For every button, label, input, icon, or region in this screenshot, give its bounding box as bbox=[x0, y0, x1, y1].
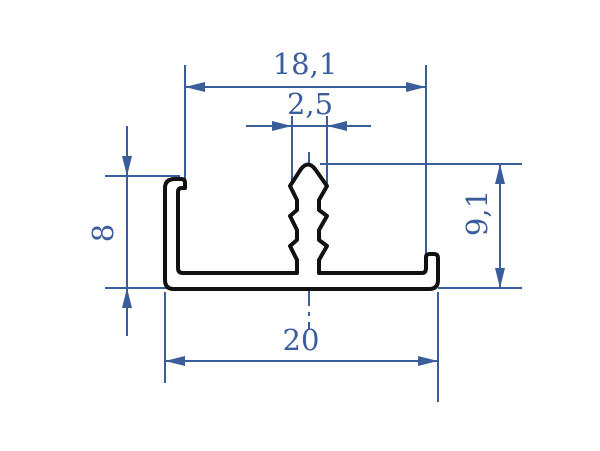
dimension-labels: 18,1 2,5 20 8 9,1 bbox=[86, 47, 494, 357]
arrowheads bbox=[122, 82, 505, 366]
arrow-slot-right bbox=[327, 121, 347, 131]
arrow-slot-left bbox=[272, 121, 292, 131]
arrow-top-width-right bbox=[406, 82, 426, 92]
arrow-bottom-width-right bbox=[418, 356, 438, 366]
label-right-height: 9,1 bbox=[460, 190, 494, 236]
arrow-top-width-left bbox=[185, 82, 205, 92]
extension-lines bbox=[105, 65, 522, 402]
profile-outline bbox=[163, 162, 440, 291]
label-bottom-width: 20 bbox=[283, 323, 320, 357]
label-top-width: 18,1 bbox=[273, 47, 338, 81]
label-left-height: 8 bbox=[86, 224, 120, 242]
arrow-right-height-top bbox=[495, 164, 505, 184]
arrow-left-height-top bbox=[122, 156, 132, 176]
arrow-left-height-bottom bbox=[122, 288, 132, 308]
arrow-bottom-width-left bbox=[165, 356, 185, 366]
label-slot-width: 2,5 bbox=[287, 87, 333, 121]
arrow-right-height-bottom bbox=[495, 268, 505, 288]
